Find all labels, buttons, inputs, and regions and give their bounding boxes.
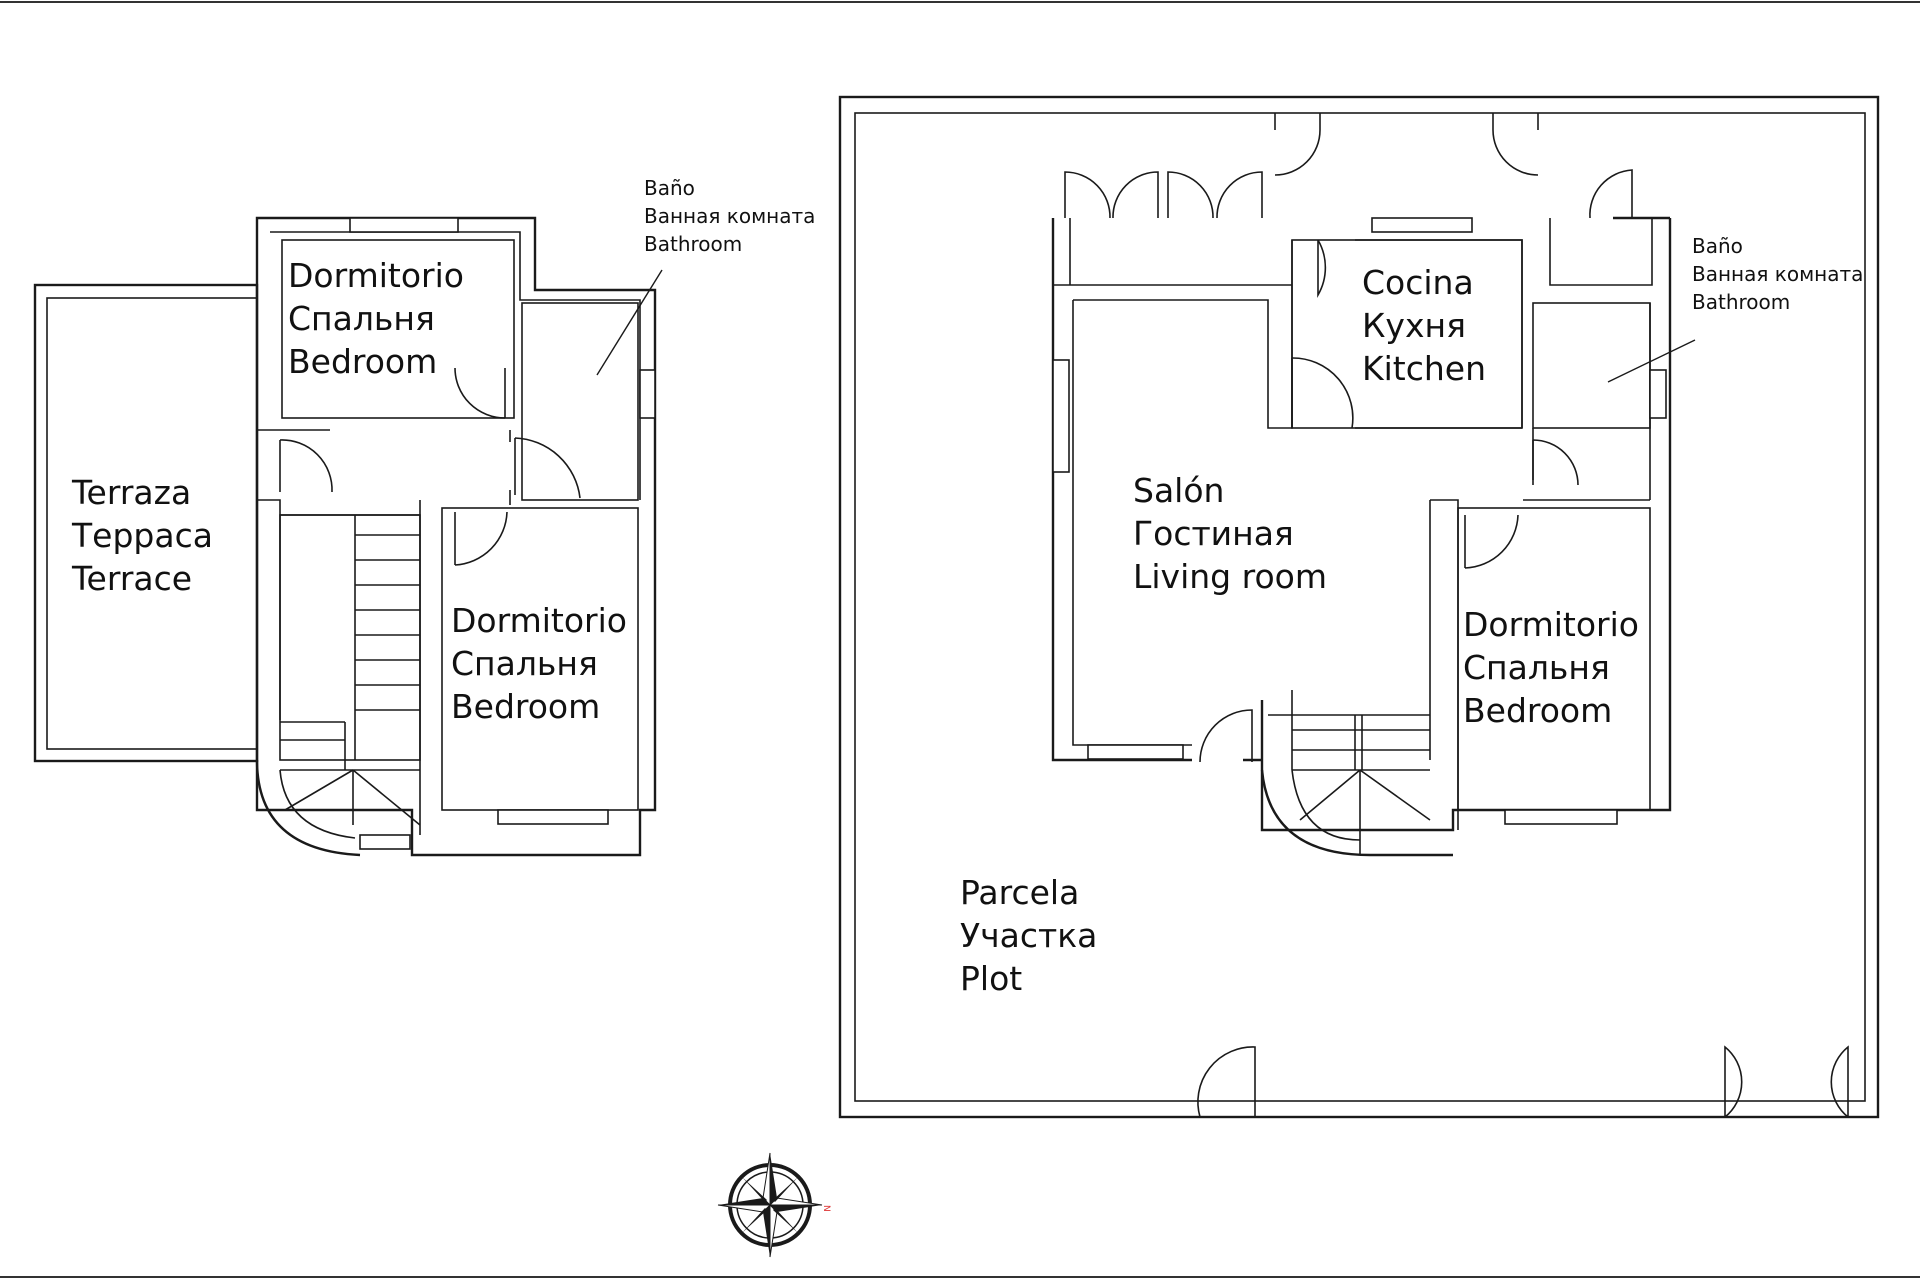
ground-bedroom-extra	[1429, 499, 1459, 830]
label-bedroom-ground: Dormitorio Спальня Bedroom	[1463, 605, 1639, 730]
plot-outline-outer	[838, 95, 1880, 1119]
gate-door-3	[1830, 1045, 1849, 1118]
upper-door-3	[514, 437, 581, 499]
ground-stairs	[1260, 690, 1453, 857]
ground-bedroom-window	[1504, 809, 1618, 825]
ground-bath-walls	[1532, 302, 1651, 429]
living-window-bottom	[1087, 744, 1184, 760]
kitchen-door-side	[1291, 357, 1354, 429]
living-window-side	[1052, 359, 1070, 473]
upper-door-2	[454, 367, 506, 419]
label-kitchen: Cocina Кухня Kitchen	[1362, 263, 1487, 388]
patio-strip	[1052, 218, 1653, 286]
upper-floor-plan	[33, 216, 663, 857]
patio-door-4	[1216, 171, 1263, 219]
label-bathroom-ground: Baño Ванная комната Bathroom	[1692, 234, 1864, 314]
kitchen-window	[1371, 217, 1473, 233]
upper-window-bedroom	[497, 809, 609, 825]
bedroom-top-walls	[281, 239, 515, 419]
compass-letter: N	[821, 1205, 831, 1212]
utility-door	[1589, 169, 1633, 219]
patio-door-2	[1112, 171, 1159, 219]
upper-stairs	[255, 514, 421, 857]
upper-outer-wall	[255, 216, 657, 857]
upper-door-4	[454, 511, 508, 566]
ground-bath-leader	[1607, 339, 1696, 383]
bathroom-walls	[521, 302, 639, 501]
kitchen-walls	[1291, 239, 1523, 429]
ground-bath-lower	[1523, 303, 1651, 501]
label-bathroom-upper: Baño Ванная комната Bathroom	[644, 176, 816, 256]
ground-bath-window	[1649, 369, 1667, 419]
label-bedroom-bottom: Dormitorio Спальня Bedroom	[451, 601, 627, 726]
patio-door-1	[1064, 171, 1111, 219]
plot-outline-inner	[854, 112, 1866, 1102]
ground-bath-door	[1532, 439, 1579, 486]
gate-door-2	[1724, 1045, 1743, 1118]
compass-rose-icon: N	[717, 1152, 831, 1258]
ground-floor-plan	[838, 95, 1880, 1119]
label-plot: Parcela Участка Plot	[960, 873, 1098, 998]
rear-door-2	[1492, 113, 1539, 176]
upper-window-stair	[359, 834, 411, 850]
label-living-room: Salón Гостиная Living room	[1133, 471, 1327, 596]
patio-door-3	[1167, 171, 1214, 219]
upper-door-1	[279, 439, 333, 493]
label-bedroom-top: Dormitorio Спальня Bedroom	[288, 256, 464, 381]
ground-bedroom-door	[1464, 514, 1519, 569]
gate-door-1	[1197, 1046, 1256, 1118]
house-inner-outline	[1072, 239, 1523, 746]
kitchen-door-top	[1317, 239, 1327, 298]
label-terrace: Terraza Терраса Terrace	[72, 473, 213, 598]
entrance-door	[1199, 709, 1253, 763]
rear-door-1	[1274, 113, 1321, 176]
upper-window-top	[349, 217, 459, 233]
upper-bath-leader	[596, 269, 663, 376]
upper-window-bath	[639, 369, 656, 419]
